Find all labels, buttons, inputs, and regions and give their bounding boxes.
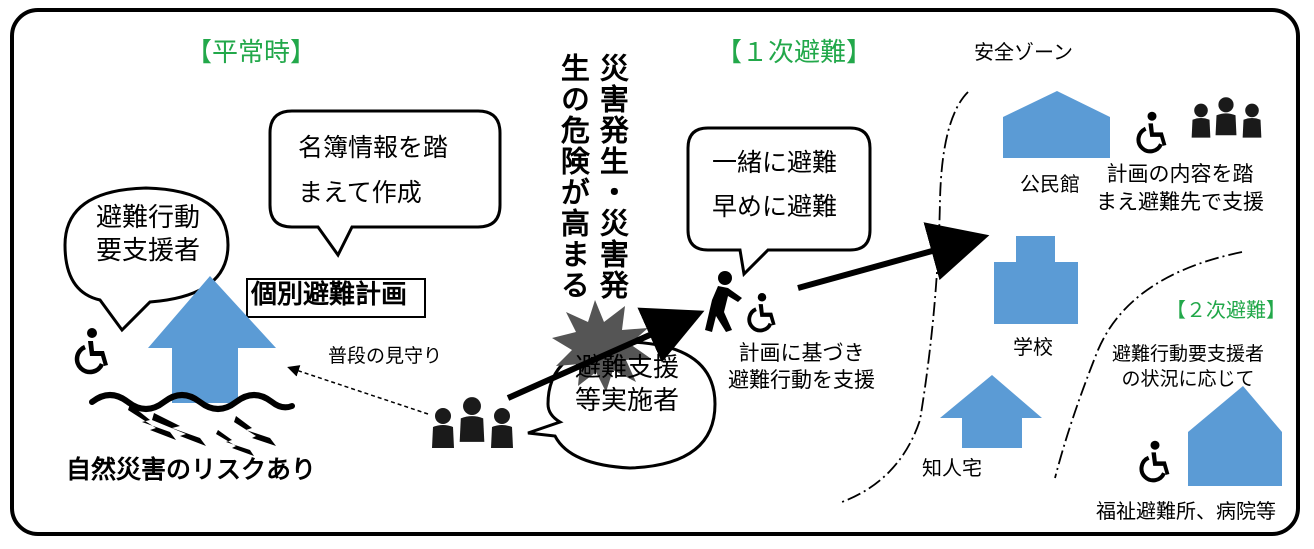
wheelchair-icon [1139,112,1167,152]
watch-arrow [287,365,429,415]
people-group-icon [432,397,513,448]
bubble-person-text: 避難行動 要支援者 [96,203,201,267]
second-evac-heading: 【２次避難】 [1166,298,1286,322]
second-evac-description: 避難行動要支援者 の状況に応じて [1112,343,1265,390]
crisis-line-2: 生の危険が高まる [556,53,591,301]
plan-label: 個別避難計画 [251,280,408,310]
evac-arrow-1 [506,307,705,401]
safe-zone-title: 安全ゾーン [974,40,1073,64]
risk-label: 自然災害のリスクあり [66,455,317,484]
first-evac-bubble-text: 一緒に避難 早めに避難 [712,148,838,221]
bubble-list [268,109,502,258]
acquaintance-home-label: 知人宅 [922,456,982,480]
normal-time-heading: 【平常時】 [186,38,317,68]
school-building-icon [994,236,1078,324]
first-evac-heading: 【１次避難】 [716,38,873,68]
explosion-icon [552,300,650,392]
watch-label: 普段の見守り [328,345,443,367]
second-evac-destination: 福祉避難所、病院等 [1096,499,1276,523]
community-hall-label: 公民館 [1020,172,1080,196]
wheelchair-icon [77,328,108,372]
pushing-wheelchair-icon [705,271,778,333]
lightning-icon [128,404,276,456]
bubble-evacuate [686,126,872,278]
first-evac-caption: 計画に基づき 避難行動を支援 [728,341,875,393]
second-evac-boundary [1054,251,1243,479]
plan-label-box [246,278,426,318]
crisis-line-1: 災害発生・災害発 [595,53,630,301]
evac-arrow-2 [797,222,990,291]
house-icon [148,276,276,403]
wheelchair-icon [1142,441,1170,481]
people-group-icon [1191,97,1262,138]
welfare-shelter-icon [1188,386,1282,486]
diagram-frame [10,8,1300,536]
school-label: 学校 [1013,335,1053,359]
safe-zone-support-text: 計画の内容を踏 まえ避難先で支援 [1096,162,1264,215]
wave-icon [89,392,295,412]
safe-zone-boundary [841,91,969,503]
supporters-text: 避難支援 等実施者 [575,353,680,417]
bubble-supporters [527,340,717,470]
acquaintance-home-icon [940,375,1042,448]
community-hall-icon [1003,91,1110,158]
bubble-list-text: 名簿情報を踏 まえて作成 [298,133,449,207]
